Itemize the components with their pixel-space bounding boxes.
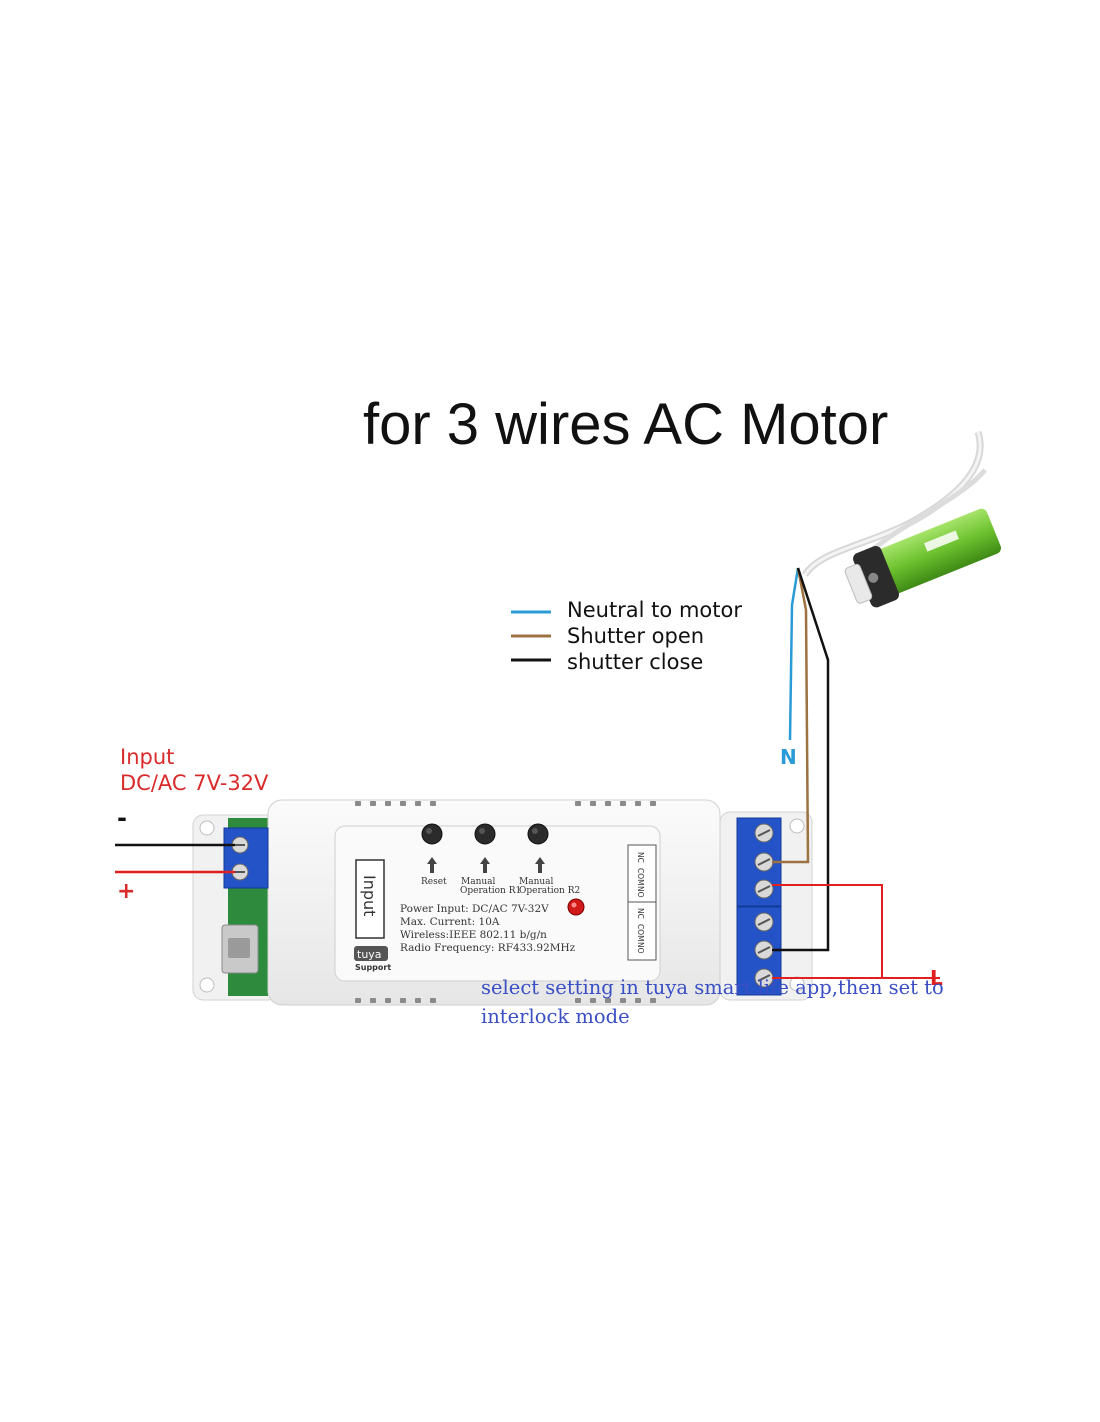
device-input-label: Input <box>360 875 379 916</box>
spec-radio-frequency: Radio Frequency: RF433.92MHz <box>400 942 576 954</box>
diagram-title: for 3 wires AC Motor <box>363 392 888 457</box>
wire-legend: Neutral to motor Shutter open shutter cl… <box>511 598 742 674</box>
input-label: Input DC/AC 7V-32V - + <box>117 745 269 904</box>
vent-slot <box>620 801 626 806</box>
neutral-wire-label: N <box>780 745 797 769</box>
manual-r1-label: Manual <box>461 877 496 887</box>
terminal-screw[interactable] <box>754 852 774 872</box>
setup-note-line2: interlock mode <box>481 1005 630 1028</box>
input-plus-sign: + <box>117 879 135 904</box>
legend-label-open: Shutter open <box>567 624 704 648</box>
pin-label: NC <box>636 908 645 919</box>
status-led <box>567 898 585 916</box>
input-label-line2: DC/AC 7V-32V <box>120 771 269 795</box>
vent-slot <box>620 998 626 1003</box>
input-terminal-block[interactable] <box>223 827 269 889</box>
tuya-brand-sub: Support <box>355 963 391 972</box>
vent-slots-top <box>355 801 656 806</box>
pin-label: COM <box>636 868 645 886</box>
terminal-screw[interactable] <box>754 879 774 899</box>
vent-slot <box>605 998 611 1003</box>
vent-slot <box>400 801 406 806</box>
vent-slot <box>590 801 596 806</box>
tuya-brand: tuya <box>357 948 382 961</box>
vent-slots-bottom <box>355 998 656 1003</box>
pin-label: NC <box>636 852 645 863</box>
input-minus-sign: - <box>117 804 127 832</box>
manual-r2-label: Manual <box>519 877 554 887</box>
terminal-screws <box>754 823 774 988</box>
relay-module: Input tuya Support Reset Manual Operatio… <box>192 799 813 1006</box>
wires <box>115 567 940 979</box>
vent-slot <box>370 998 376 1003</box>
terminal-screw[interactable] <box>754 823 774 843</box>
output-terminal-block[interactable] <box>736 817 782 996</box>
vent-slot <box>575 998 581 1003</box>
spec-max-current: Max. Current: 10A <box>400 916 500 928</box>
vent-slot <box>355 801 361 806</box>
vent-slot <box>415 998 421 1003</box>
reset-button[interactable] <box>421 823 443 845</box>
input-label-line1: Input <box>120 745 174 769</box>
vent-slot <box>590 998 596 1003</box>
spec-wireless: Wireless:IEEE 802.11 b/g/n <box>400 929 547 941</box>
up-arrow-icon <box>427 857 545 873</box>
operation-r1-label: Operation R1 <box>460 886 521 896</box>
vent-slot <box>650 801 656 806</box>
vent-slot <box>605 801 611 806</box>
spec-power-input: Power Input: DC/AC 7V-32V <box>400 903 549 915</box>
vent-slot <box>385 998 391 1003</box>
vent-slot <box>575 801 581 806</box>
legend-label-close: shutter close <box>567 650 703 674</box>
manual-r2-button[interactable] <box>527 823 549 845</box>
manual-r1-button[interactable] <box>474 823 496 845</box>
vent-slot <box>430 998 436 1003</box>
tuya-logo <box>354 946 388 961</box>
tubular-motor <box>802 430 1001 608</box>
pin-label: NO <box>636 886 645 898</box>
vent-slot <box>430 801 436 806</box>
pin-label: COM <box>636 924 645 942</box>
legend-label-neutral: Neutral to motor <box>567 598 742 622</box>
vent-slot <box>650 998 656 1003</box>
terminal-screw[interactable] <box>754 912 774 932</box>
live-wire-label: L <box>930 966 943 990</box>
pin-label: NO <box>636 942 645 954</box>
vent-slot <box>635 998 641 1003</box>
vent-slot <box>400 998 406 1003</box>
setup-note-line1: select setting in tuya smart life app,th… <box>481 976 944 999</box>
vent-slot <box>385 801 391 806</box>
terminal-screw[interactable] <box>754 940 774 960</box>
vent-slot <box>355 998 361 1003</box>
reset-label: Reset <box>421 877 447 887</box>
vent-slot <box>370 801 376 806</box>
vent-slot <box>635 801 641 806</box>
operation-r2-label: Operation R2 <box>519 886 580 896</box>
vent-slot <box>415 801 421 806</box>
